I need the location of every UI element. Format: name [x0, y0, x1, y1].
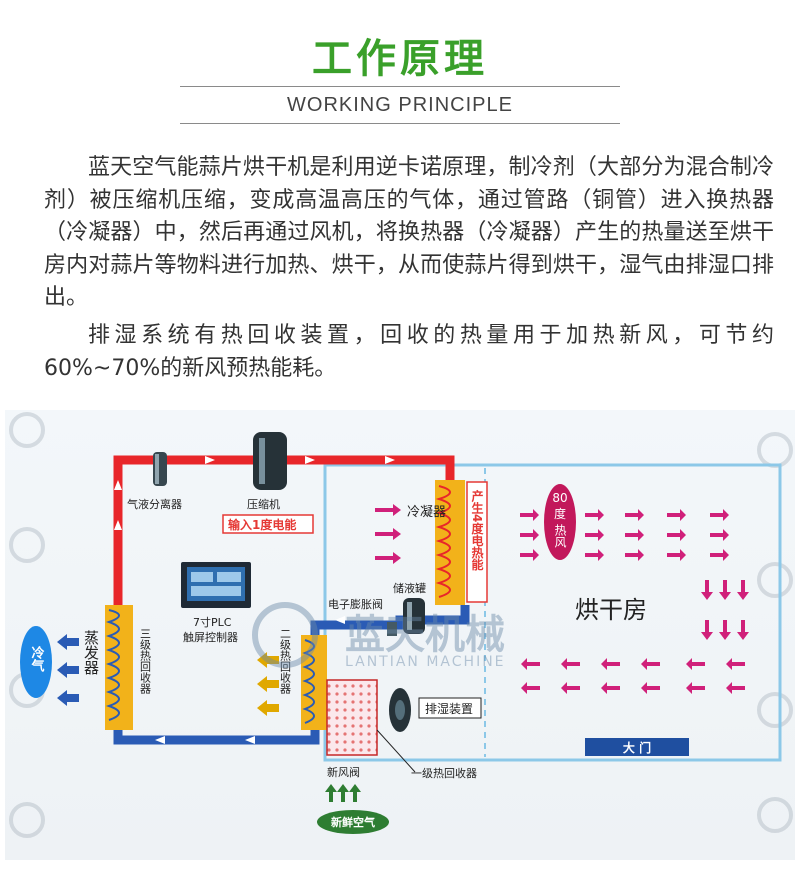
liquid-receiver-label: 储液罐 — [393, 581, 426, 595]
evaporator-coil — [105, 605, 133, 730]
working-principle-diagram: 气液分离器 压缩机 输入1度电能 冷凝器 产生4度电热能 80 度 热风 — [5, 410, 795, 860]
gas-liquid-separator-icon — [153, 452, 167, 486]
cold-air-label: 冷气 — [29, 645, 45, 673]
plc-touchscreen-icon — [181, 562, 251, 608]
hot-air-badge — [544, 484, 576, 560]
fresh-air-valve-label: 新风阀 — [327, 765, 360, 779]
heat-recovery-paragraph: 排湿系统有热回收装置，回收的热量用于加热新风，可节约60%~70%的新风预热能耗… — [44, 323, 774, 381]
page-title: 工作原理 — [312, 36, 488, 82]
hot-air-temp: 80 — [552, 491, 567, 505]
watermark-en-text: LANTIAN MACHINE — [345, 654, 506, 670]
fresh-air-arrows — [325, 784, 361, 802]
power-input-box — [222, 514, 314, 534]
expansion-valve-icon — [387, 622, 397, 636]
heat-output-box — [466, 481, 488, 603]
condenser-airflow-arrows — [375, 504, 401, 564]
evaporator-label: 蒸发器 — [82, 630, 100, 675]
watermark-center: 蓝天机械 LANTIAN MACHINE — [252, 602, 506, 670]
main-door-label: 大 门 — [623, 740, 651, 755]
heat-output-label: 产生4度电热能 — [470, 489, 484, 571]
expansion-valve-label: 电子膨胀阀 — [328, 597, 383, 611]
drying-room-airflow-arrows — [520, 509, 749, 694]
condenser-coil — [435, 480, 465, 605]
hot-air-label: 热风 — [553, 524, 567, 549]
compressor-icon — [253, 432, 287, 490]
compressor-label: 压缩机 — [247, 497, 280, 511]
gas-liquid-separator-label: 气液分离器 — [127, 497, 182, 511]
primary-recovery-leader — [376, 729, 416, 773]
plc-label-line2: 触屏控制器 — [183, 630, 238, 644]
plc-label-line1: 7寸PLC — [193, 615, 232, 629]
secondary-recovery-coil — [301, 635, 327, 730]
power-input-label: 输入1度电能 — [228, 517, 296, 532]
cold-refrigerant-pipe — [113, 605, 470, 745]
page-subtitle: WORKING PRINCIPLE — [287, 94, 513, 116]
cold-air-badge — [20, 626, 52, 698]
secondary-recovery-label: 二级热回收器 — [279, 628, 292, 695]
main-door — [585, 738, 689, 756]
dehumidifier-label: 排湿装置 — [425, 701, 473, 716]
title-divider-top — [180, 86, 620, 87]
title-divider-bottom — [180, 123, 620, 124]
fresh-air-badge — [317, 810, 389, 834]
hot-air-degree: 度 — [554, 506, 566, 521]
watermark-logo-right — [757, 432, 793, 833]
liquid-receiver-icon — [403, 598, 425, 634]
hot-pipe-arrows — [114, 456, 395, 530]
fresh-air-label: 新鲜空气 — [331, 815, 375, 829]
diagram-background — [5, 410, 795, 860]
recovery-airflow-arrows — [257, 652, 279, 716]
tertiary-recovery-label: 三级热回收器 — [139, 628, 152, 695]
drying-room-wall — [323, 463, 782, 762]
cold-air-arrows — [57, 634, 79, 706]
dehumidifier-fan-icon — [389, 688, 411, 732]
cold-pipe-arrows — [155, 616, 345, 744]
intro-paragraph: 蓝天空气能蒜片烘干机是利用逆卡诺原理，制冷剂（大部分为混合制冷剂）被压缩机压缩，… — [44, 155, 774, 310]
dehumidifier-box — [418, 697, 482, 719]
drying-room-label: 烘干房 — [575, 596, 647, 624]
primary-recovery-label: 一级热回收器 — [411, 766, 477, 780]
primary-recovery-box — [326, 679, 378, 756]
watermark-cn-text: 蓝天机械 — [345, 612, 505, 658]
condenser-label: 冷凝器 — [407, 504, 446, 520]
